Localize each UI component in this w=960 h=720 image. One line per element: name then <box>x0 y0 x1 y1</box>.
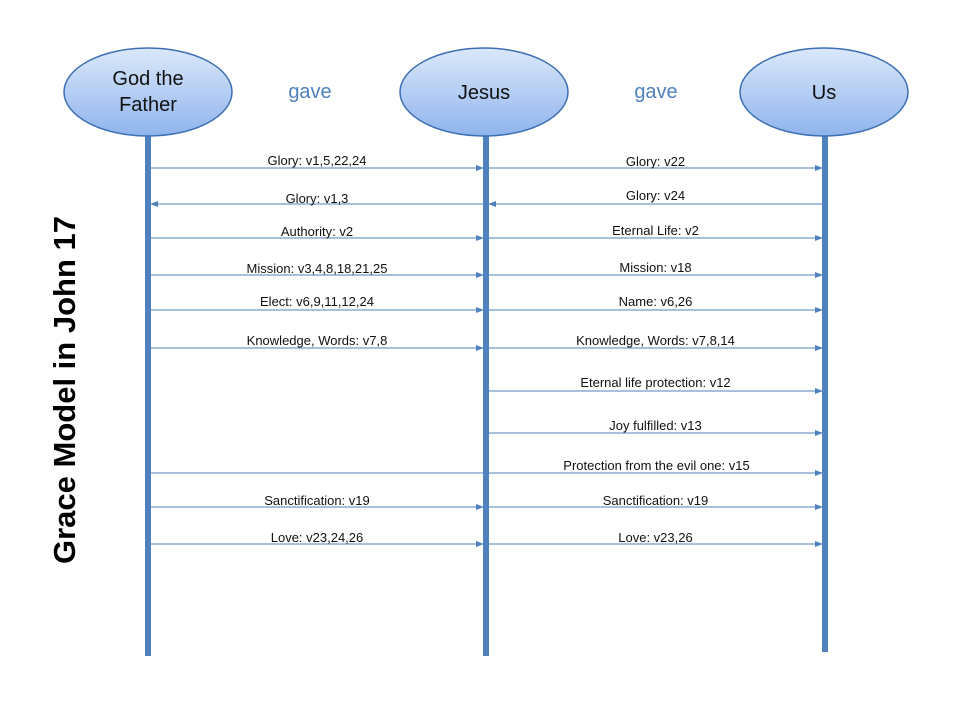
message-label: Protection from the evil one: v15 <box>563 458 750 473</box>
message-label: Knowledge, Words: v7,8 <box>246 333 388 348</box>
message-label: Sanctification: v19 <box>602 493 709 508</box>
message-label: Sanctification: v19 <box>264 493 370 508</box>
actor-jesus-label: Jesus <box>457 82 511 104</box>
actor-father-label: God the Father <box>112 68 184 116</box>
gave-label-right: gave <box>634 81 678 103</box>
message-label: Love: v23,24,26 <box>270 530 364 545</box>
message-label: Elect: v6,9,11,12,24 <box>260 294 374 309</box>
actor-father-ellipse <box>63 47 233 137</box>
message-arrows <box>150 165 823 547</box>
message-label: Knowledge, Words: v7,8,14 <box>576 333 735 348</box>
message-label: Name: v6,26 <box>618 294 693 309</box>
message-label: Glory: v24 <box>625 188 686 203</box>
actor-us-label: Us <box>811 82 837 104</box>
actor-us-ellipse <box>739 47 909 137</box>
message-label: Joy fulfilled: v13 <box>609 418 702 433</box>
message-label: Mission: v3,4,8,18,21,25 <box>246 261 388 276</box>
message-label: Glory: v1,5,22,24 <box>267 153 367 168</box>
message-label: Authority: v2 <box>280 224 354 239</box>
diagram-title: Grace Model in John 17 <box>47 216 82 564</box>
message-label: Glory: v1,3 <box>285 191 349 206</box>
actor-jesus-ellipse <box>399 47 569 137</box>
message-label: Glory: v22 <box>625 154 686 169</box>
message-label: Eternal Life: v2 <box>612 223 699 238</box>
message-label: Mission: v18 <box>619 260 692 275</box>
gave-label-left: gave <box>288 81 332 103</box>
message-label: Eternal life protection: v12 <box>580 375 731 390</box>
message-label: Love: v23,26 <box>618 530 693 545</box>
